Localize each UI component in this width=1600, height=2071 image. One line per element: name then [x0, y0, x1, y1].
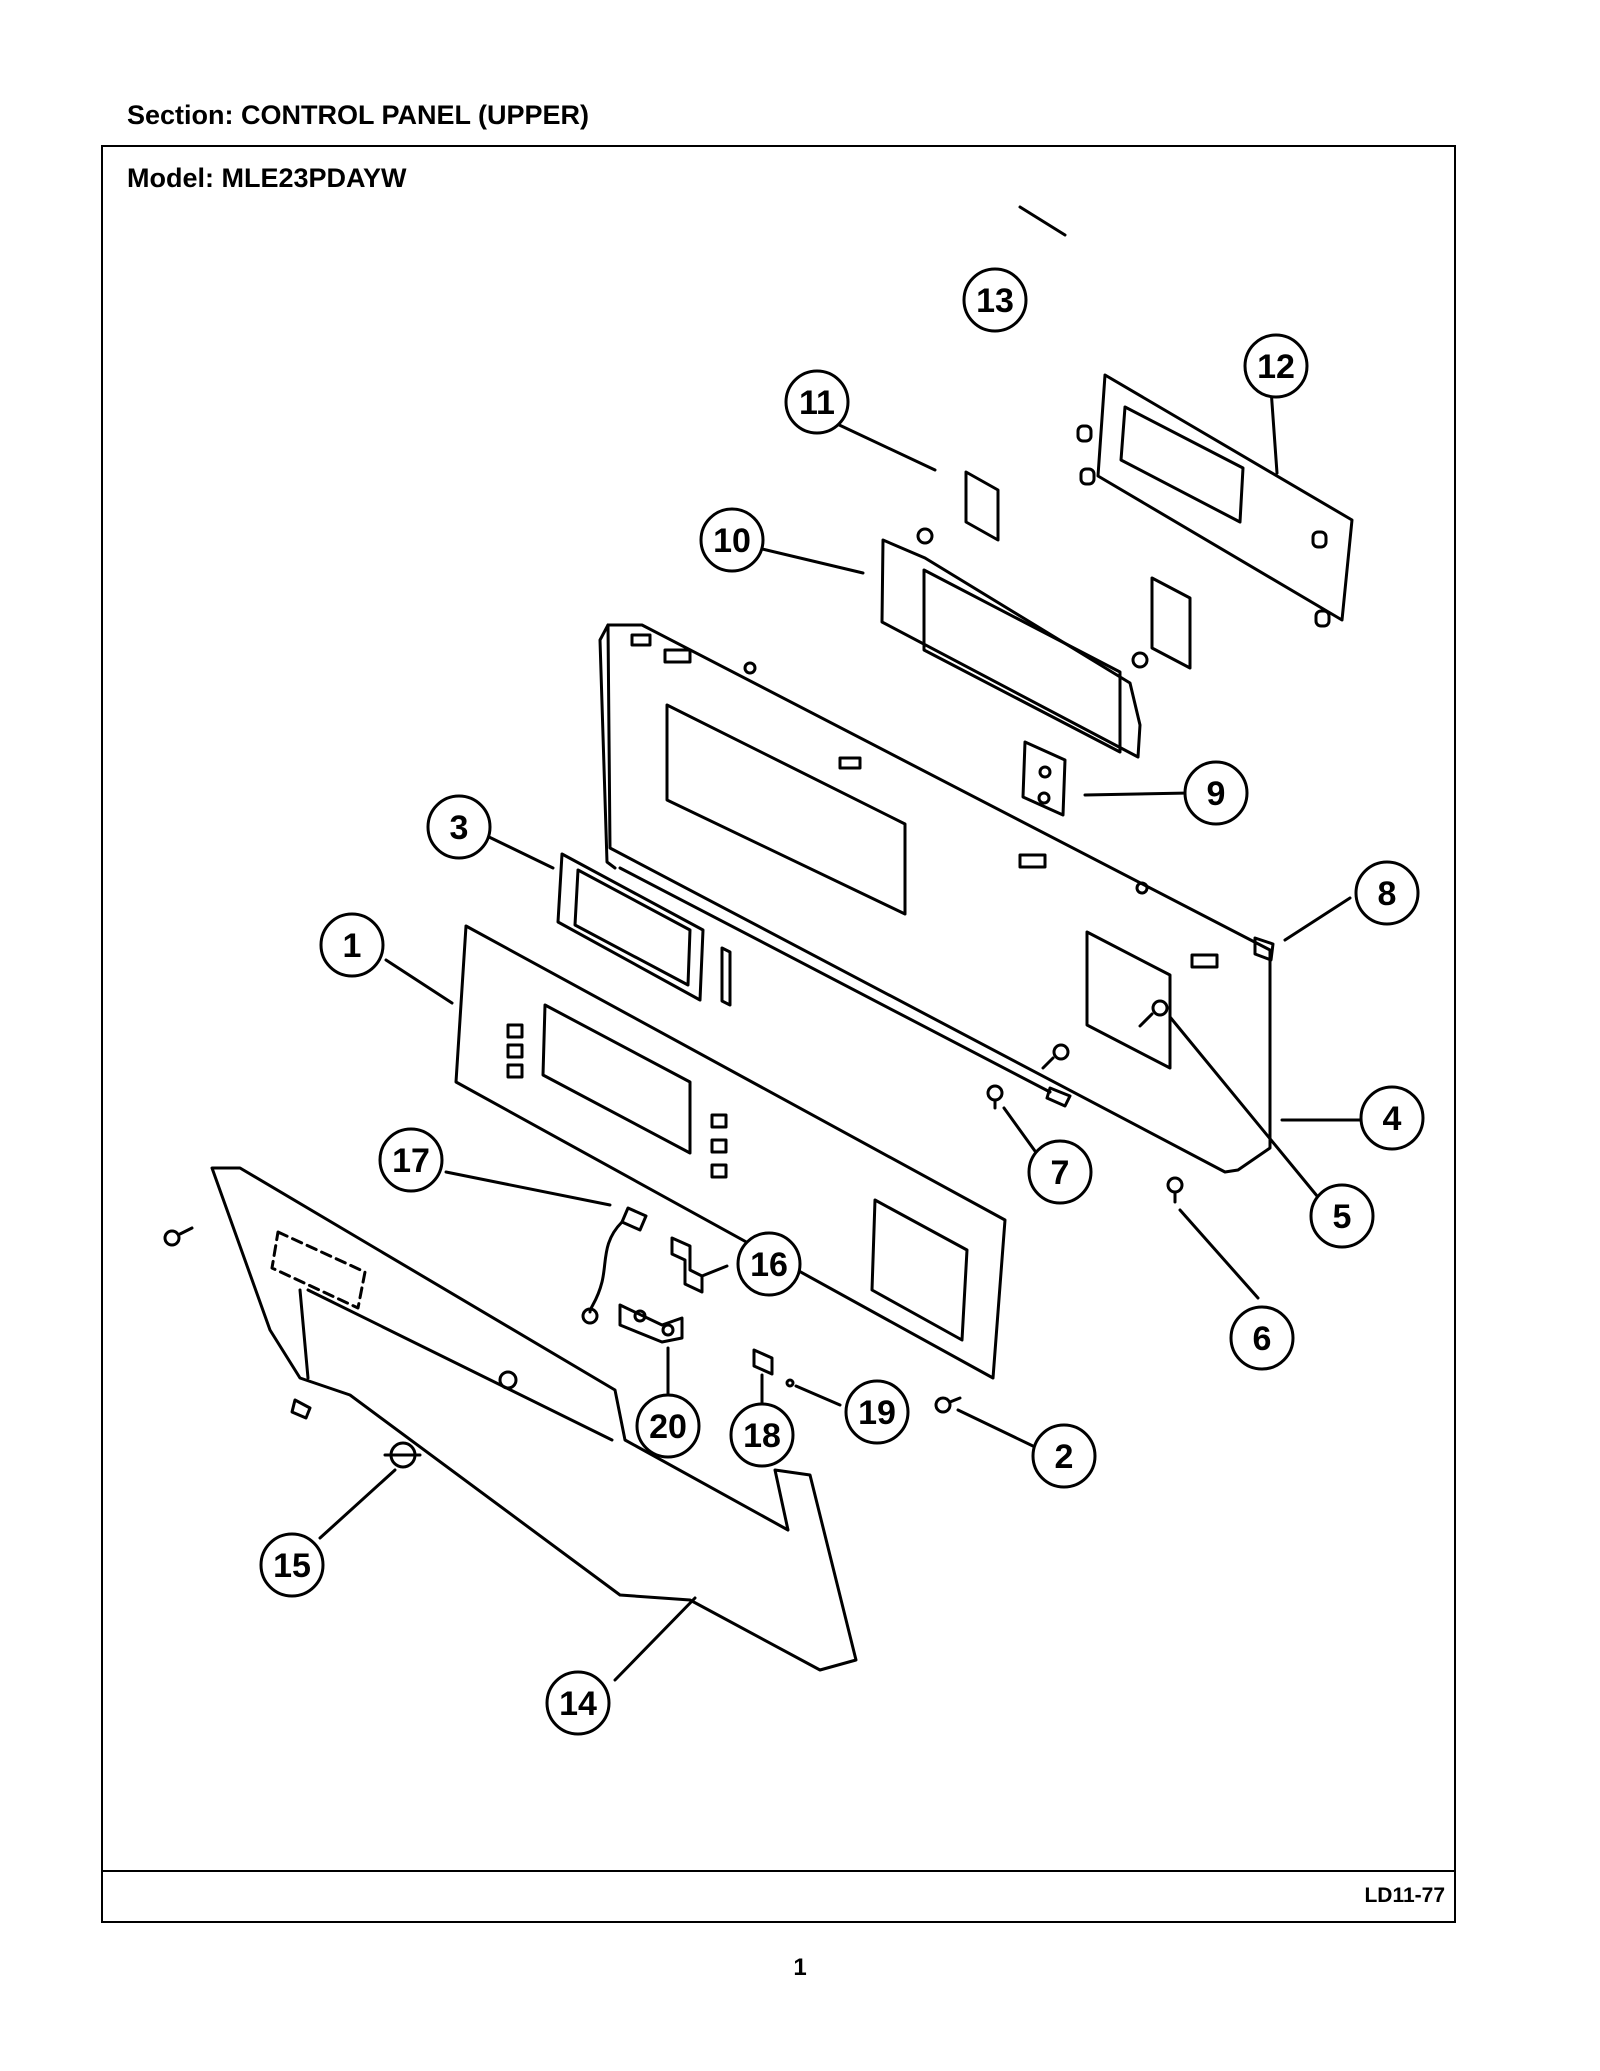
callout-10: 10 [699, 507, 765, 573]
part-8-clip [1253, 936, 1275, 962]
part-18-switch [752, 1348, 774, 1376]
callout-label: 4 [1383, 1100, 1402, 1138]
callout-label: 12 [1257, 348, 1295, 386]
callout-2: 2 [1031, 1423, 1097, 1489]
callout-circle [635, 1393, 701, 1459]
part-16-bracket [670, 1236, 704, 1294]
part-9-clip [1021, 740, 1067, 817]
callout-5: 5 [1309, 1183, 1375, 1249]
callout-12: 12 [1243, 333, 1309, 399]
callout-label: 2 [1055, 1438, 1074, 1476]
callout-label: 16 [750, 1246, 788, 1284]
callout-3: 3 [426, 794, 492, 860]
callout-circle [545, 1670, 611, 1736]
part-14-lower-panel [210, 1166, 858, 1672]
part-6-screw [1166, 1176, 1184, 1204]
callout-circle [426, 794, 492, 860]
callout-label: 14 [559, 1685, 597, 1723]
part-2-screw [934, 1396, 962, 1414]
callout-label: 19 [858, 1394, 896, 1432]
callout-circle [1027, 1139, 1093, 1205]
callout-4: 4 [1359, 1085, 1425, 1151]
callout-label: 1 [343, 927, 362, 965]
callout-8: 8 [1354, 860, 1420, 926]
callout-circle [378, 1127, 444, 1193]
callout-label: 9 [1207, 775, 1226, 813]
part-1-front-panel [454, 924, 1007, 1380]
part-5-screw [1138, 999, 1169, 1028]
callout-15: 15 [259, 1532, 325, 1598]
callout-circle [699, 507, 765, 573]
part-11-lens [964, 470, 1000, 542]
part-20-bracket [618, 1303, 684, 1344]
callout-6: 6 [1229, 1305, 1295, 1371]
callout-circle [1354, 860, 1420, 926]
callout-20: 20 [635, 1393, 701, 1459]
callout-circle [1031, 1423, 1097, 1489]
callout-1: 1 [319, 912, 385, 978]
callout-circle [1229, 1305, 1295, 1371]
part-12-overlay-panel [1096, 373, 1354, 622]
callout-9: 9 [1183, 760, 1249, 826]
part-2-screw-left [163, 1226, 194, 1247]
footer-divider [101, 1870, 1456, 1872]
callout-label: 20 [649, 1408, 687, 1446]
callout-label: 7 [1051, 1154, 1070, 1192]
callout-label: 18 [743, 1417, 781, 1455]
callout-circle [1359, 1085, 1425, 1151]
part-3-lens-strip [720, 946, 732, 1007]
callout-circle [729, 1402, 795, 1468]
part-17-wire [581, 1206, 648, 1325]
section-title: Section: CONTROL PANEL (UPPER) [127, 100, 590, 130]
reference-code: LD11-77 [1364, 1884, 1445, 1907]
part-5-screw-second [1041, 1043, 1070, 1070]
callout-19: 19 [844, 1379, 910, 1445]
callout-label: 8 [1378, 875, 1397, 913]
part-10-display-bracket [880, 527, 1149, 759]
callout-label: 6 [1253, 1320, 1272, 1358]
callout-circle [784, 369, 850, 435]
callout-11: 11 [784, 369, 850, 435]
callout-13: 13 [962, 267, 1028, 333]
callout-18: 18 [729, 1402, 795, 1468]
callout-circle [962, 267, 1028, 333]
callout-label: 10 [713, 522, 751, 560]
callout-7: 7 [1027, 1139, 1093, 1205]
model-title: Model: MLE23PDAYW [127, 163, 407, 193]
part-clip-small [290, 1398, 312, 1420]
part-13-spacers [1076, 424, 1331, 628]
part-15-knob [383, 1441, 422, 1469]
callout-circle [736, 1231, 802, 1297]
callout-circle [1243, 333, 1309, 399]
part-11-lens-second [1150, 576, 1192, 670]
callout-label: 3 [450, 809, 469, 847]
callout-14: 14 [545, 1670, 611, 1736]
callout-label: 15 [273, 1547, 311, 1585]
part-7-screw [986, 1084, 1004, 1110]
leader-arrows [318, 205, 1362, 1682]
callout-circle [319, 912, 385, 978]
part-3-display-frame [556, 852, 705, 1002]
page-number: 1 [793, 1954, 807, 1981]
callout-label: 11 [799, 384, 835, 422]
part-19-screw [785, 1378, 795, 1388]
callout-label: 5 [1333, 1198, 1352, 1236]
callout-label: 17 [392, 1142, 430, 1180]
callout-circle [1183, 760, 1249, 826]
callout-circle [844, 1379, 910, 1445]
callout-circle [1309, 1183, 1375, 1249]
callout-circle [259, 1532, 325, 1598]
callout-17: 17 [378, 1127, 444, 1193]
part-4-control-panel-housing [598, 623, 1272, 1174]
diagram-frame [101, 145, 1456, 1923]
callout-16: 16 [736, 1231, 802, 1297]
callout-label: 13 [976, 282, 1014, 320]
